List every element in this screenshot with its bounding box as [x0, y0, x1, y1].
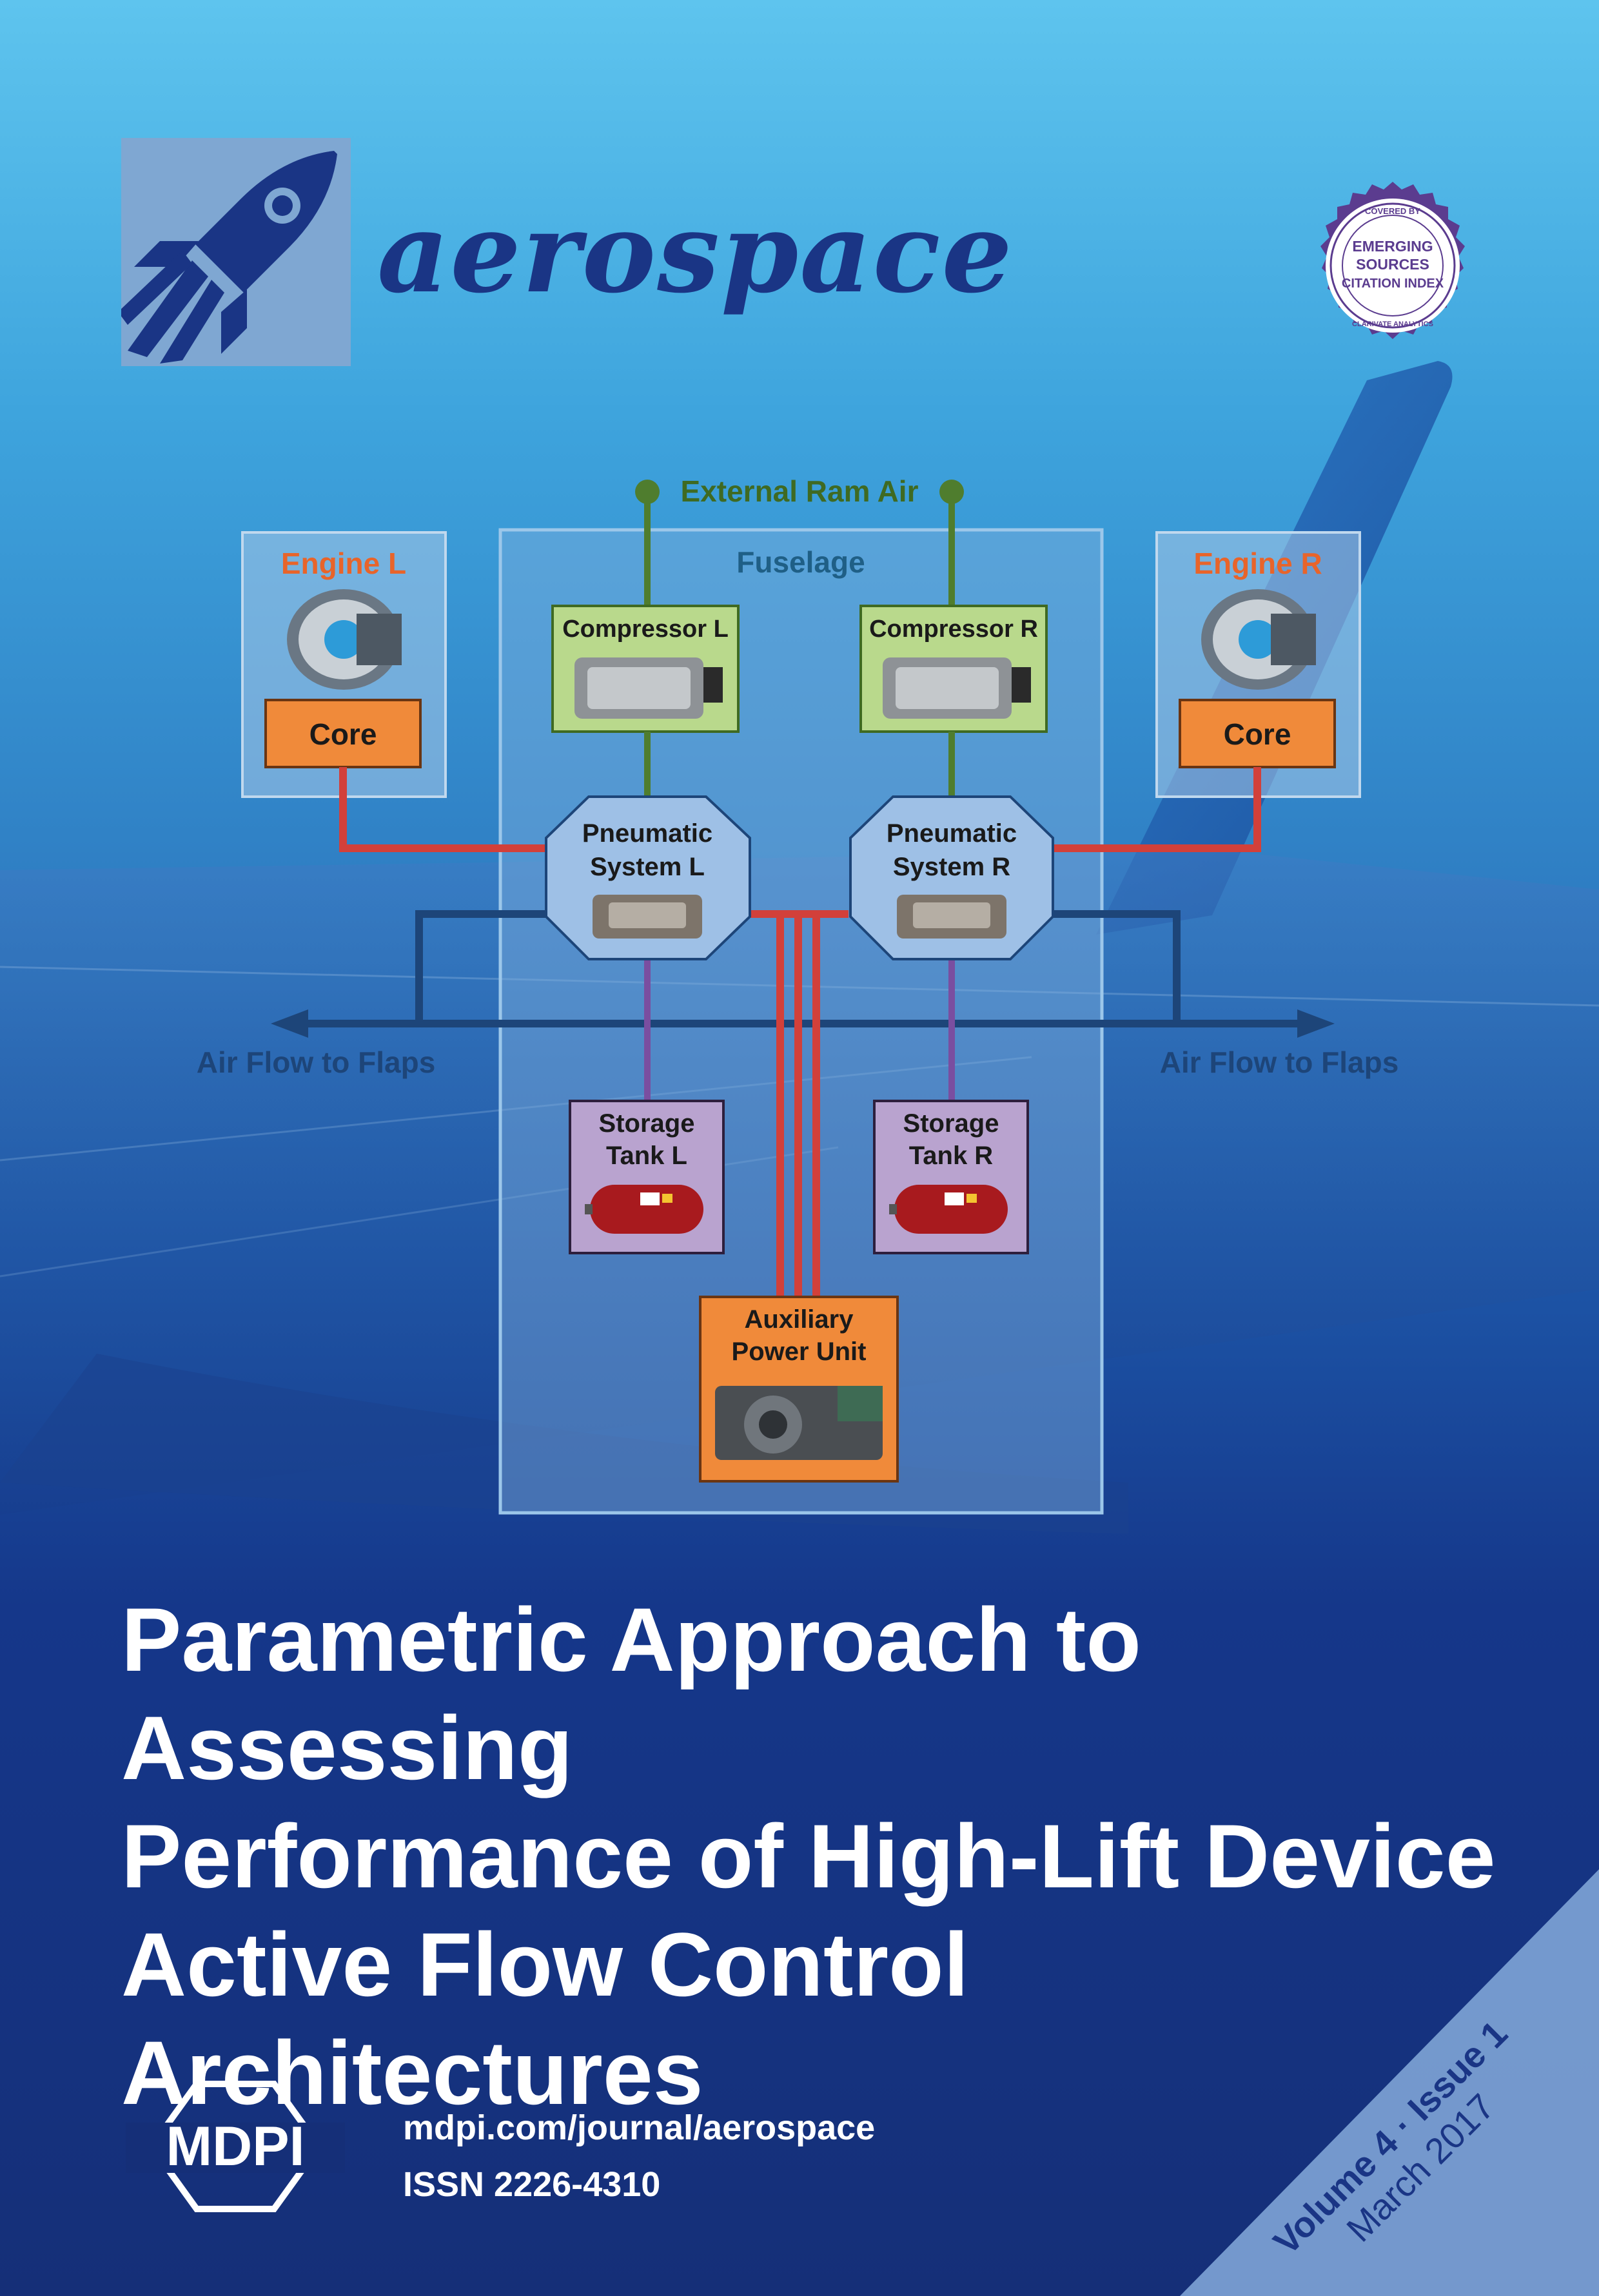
ram-air-inlet-left	[635, 480, 660, 504]
mdpi-logo: MDPI	[126, 2081, 345, 2212]
arrowhead-left	[271, 1009, 308, 1038]
core-right-box	[1179, 699, 1336, 768]
gas-tank-right-icon	[889, 1185, 1008, 1234]
badge-line-2: SOURCES	[1356, 256, 1429, 273]
bleed-line-right	[1051, 767, 1261, 852]
storage-right-line2: Tank R	[909, 1142, 994, 1170]
air-flow-left-label: Air Flow to Flaps	[197, 1046, 436, 1079]
gas-tank-left-icon	[585, 1185, 703, 1234]
valve-left-icon	[593, 895, 702, 939]
storage-right-line1: Storage	[903, 1109, 999, 1138]
pneumatic-right-line2: System R	[893, 853, 1010, 881]
core-left-box	[264, 699, 422, 768]
compressor-right-icon	[883, 657, 1031, 719]
journal-name: aerospace	[377, 187, 1014, 318]
apu-line2: Power Unit	[732, 1338, 867, 1366]
valve-right-icon	[897, 895, 1006, 939]
badge-line-1: EMERGING	[1352, 238, 1433, 255]
badge-line-3: CITATION INDEX	[1342, 277, 1444, 291]
journal-logo-box	[118, 138, 351, 366]
storage-left-line2: Tank L	[606, 1142, 687, 1170]
storage-tank-right-box	[873, 1100, 1029, 1254]
compressor-left-label: Compressor L	[562, 616, 729, 643]
apu-line1: Auxiliary	[745, 1305, 854, 1334]
pneumatic-left-line1: Pneumatic	[582, 819, 712, 848]
flap-line-right	[1051, 910, 1181, 1024]
external-ram-air-label: External Ram Air	[681, 474, 919, 508]
engine-left-label: Engine L	[281, 547, 406, 580]
apu-engine-icon	[715, 1386, 883, 1460]
arrowhead-right	[1297, 1009, 1335, 1038]
badge-top-text: COVERED BY	[1365, 206, 1420, 216]
rocket-icon	[118, 151, 337, 364]
core-right-label: Core	[1224, 717, 1291, 751]
article-title: Parametric Approach to Assessing Perform…	[121, 1586, 1507, 2127]
air-flow-right-label: Air Flow to Flaps	[1160, 1046, 1399, 1079]
pneumatic-left-line2: System L	[590, 853, 705, 881]
mdpi-logo-text: MDPI	[166, 2116, 305, 2177]
engine-right-label: Engine R	[1193, 547, 1322, 580]
compressor-right-label: Compressor R	[869, 616, 1038, 643]
bleed-line-left	[339, 767, 548, 852]
compressor-left-icon	[574, 657, 723, 719]
ram-air-inlet-right	[939, 480, 964, 504]
jet-engine-left-icon	[287, 589, 402, 690]
jet-engine-right-icon	[1201, 589, 1316, 690]
badge-bottom-text: CLARIVATE ANALYTICS	[1352, 320, 1433, 328]
storage-left-line1: Storage	[599, 1109, 695, 1138]
title-line-1: Parametric Approach to Assessing	[121, 1589, 1141, 1798]
fuselage-label: Fuselage	[736, 545, 865, 579]
esci-badge: COVERED BY EMERGING SOURCES CITATION IND…	[1320, 182, 1465, 339]
title-line-2: Performance of High-Lift Device	[121, 1805, 1496, 1907]
pneumatic-right-line1: Pneumatic	[887, 819, 1017, 848]
flap-line-left	[415, 910, 548, 1024]
title-line-3: Active Flow Control Architectures	[121, 1914, 969, 2123]
issn-text: ISSN 2226-4310	[403, 2165, 661, 2204]
journal-url-link[interactable]: mdpi.com/journal/aerospace	[403, 2108, 876, 2147]
core-left-label: Core	[309, 717, 377, 751]
